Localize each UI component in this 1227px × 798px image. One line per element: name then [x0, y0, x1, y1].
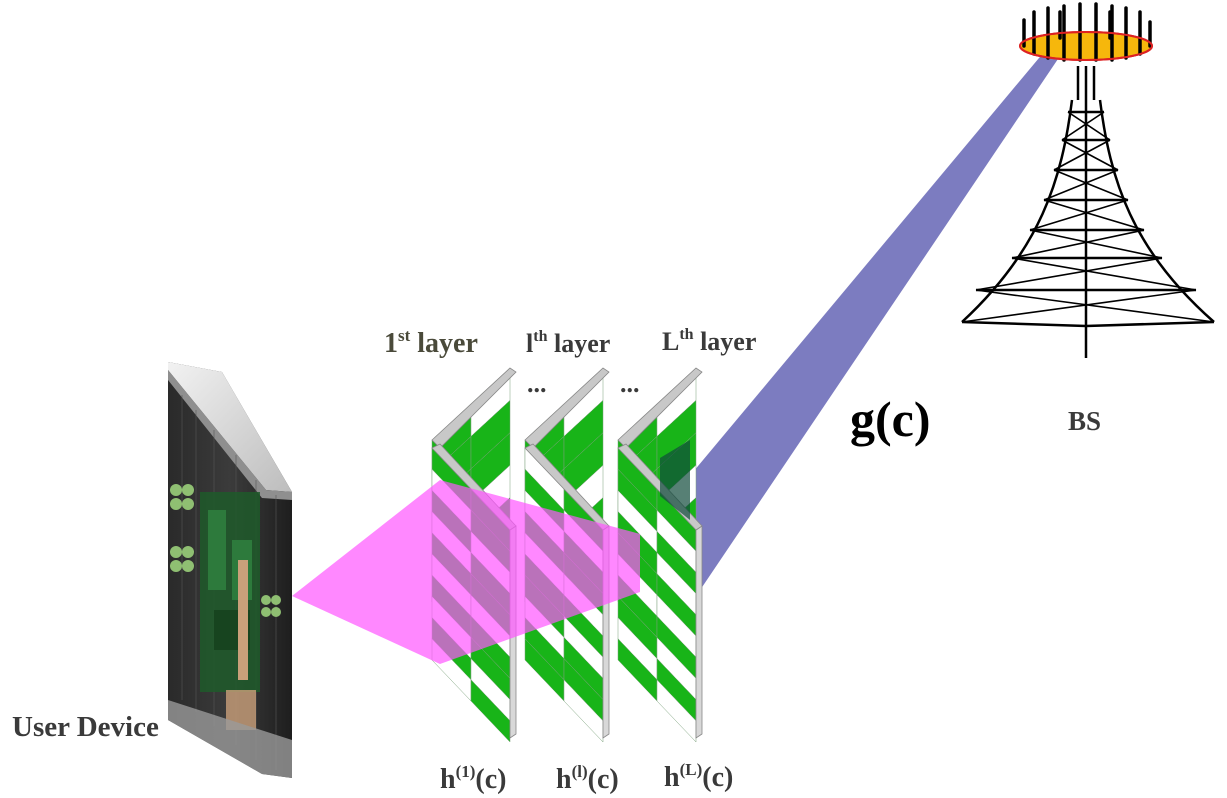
layer-edge: [695, 525, 703, 739]
chip-pattern-icon: [170, 484, 281, 617]
layer-response-last: h(L)(c): [664, 760, 733, 793]
layer-front-cell: [563, 679, 604, 743]
layer-response-first: h(1)(c): [440, 762, 506, 795]
ellipsis-2: ...: [620, 369, 640, 398]
layer-title-last: Lth layer: [662, 326, 756, 356]
user-beam: [292, 480, 640, 664]
bs-beam: [688, 52, 1060, 608]
layer-title-first: 1st layer: [384, 326, 478, 359]
layer-response-l: h(l)(c): [556, 762, 619, 795]
layer-front-cell: [470, 679, 511, 743]
beam-hit-shade: [660, 440, 690, 520]
antenna-array-icon: [1019, 2, 1153, 62]
layer-title-l: lth layer: [526, 328, 610, 358]
user-device-label: User Device: [12, 711, 159, 743]
user-device: [168, 362, 292, 778]
base-station-tower: [961, 66, 1215, 358]
channel-g-label: g(c): [850, 391, 931, 447]
layer-front-cell: [656, 679, 697, 743]
bs-label: BS: [1068, 406, 1101, 436]
ellipsis-1: ...: [527, 369, 547, 398]
